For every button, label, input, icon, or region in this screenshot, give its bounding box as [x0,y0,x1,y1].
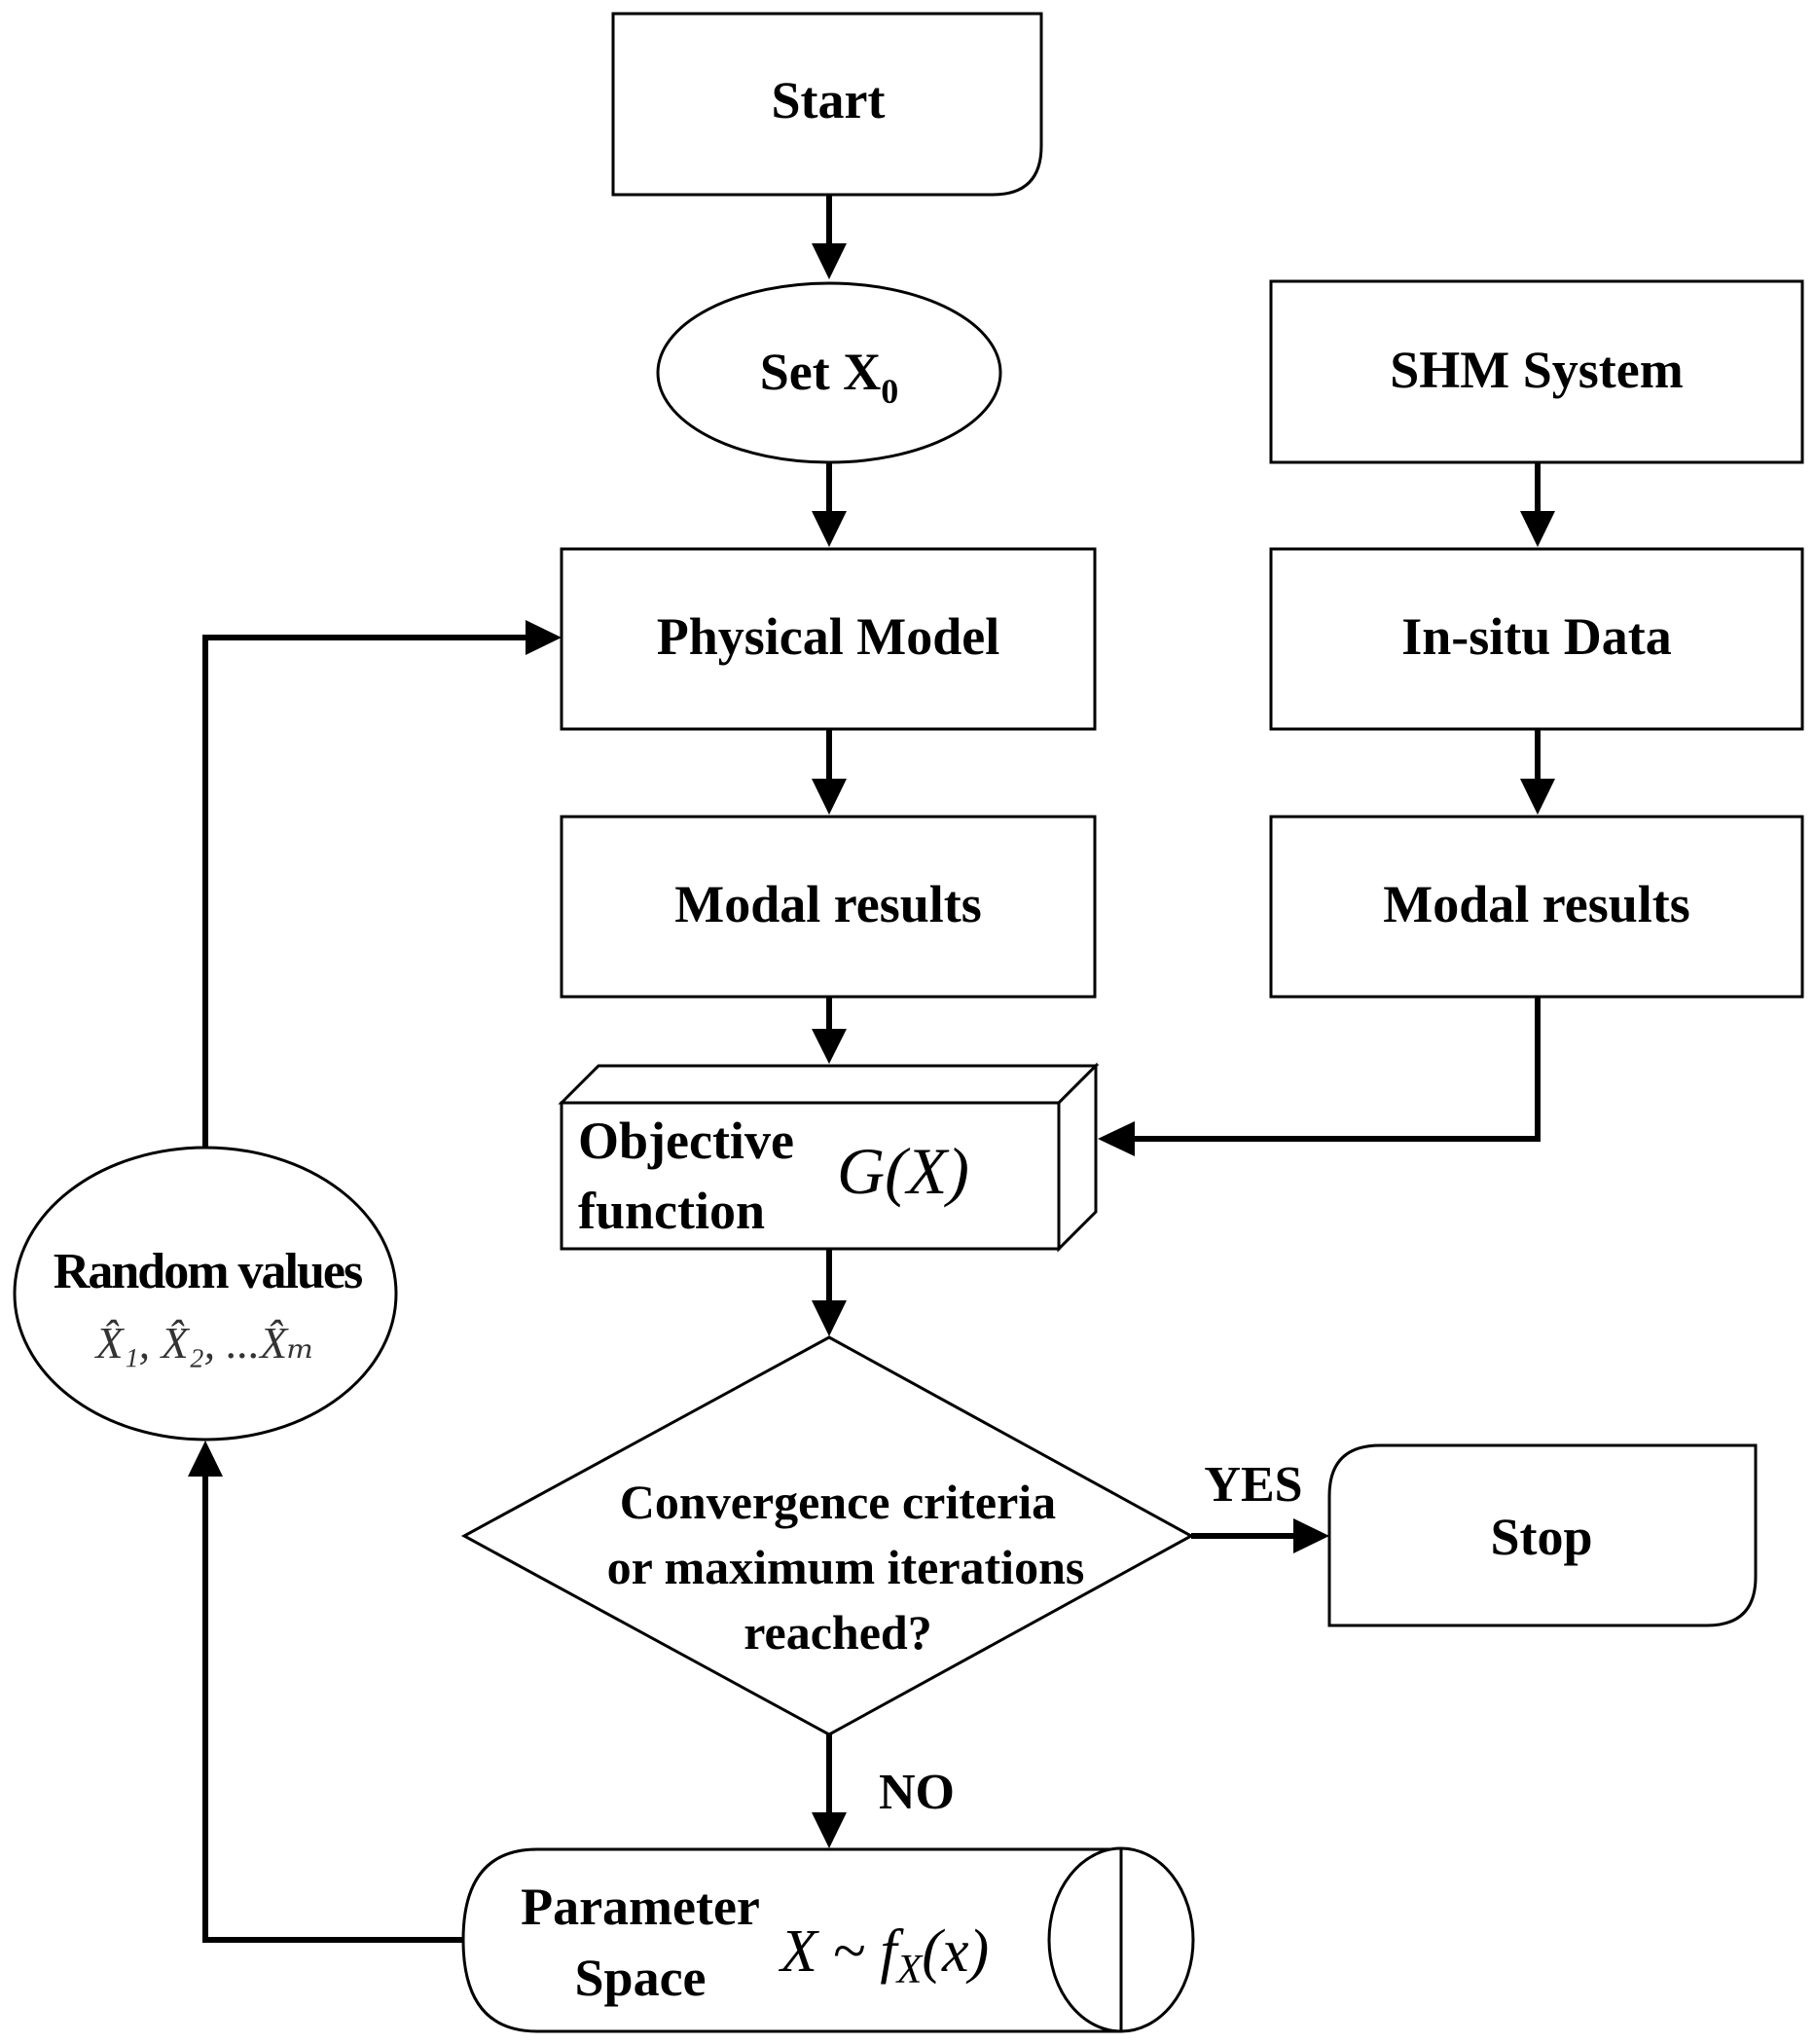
objective-function-math: G(X) [837,1134,969,1208]
parameter-space-math: X ~ fX(x) [778,1918,989,1992]
set-x0-label: Set X0 [760,343,898,411]
edge-convergence-no-to-parameter-space: NO [812,1734,955,1848]
modal-results-model-node: Modal results [560,815,1097,999]
shm-system-node: SHM System [1269,279,1804,464]
stop-label: Stop [1490,1508,1592,1566]
edge-start-to-set-x0 [812,195,847,279]
in-situ-data-node: In-situ Data [1269,547,1804,731]
objective-function-line2: function [578,1182,765,1240]
edge-in-situ-to-modal-results [1520,729,1555,815]
edge-physical-model-to-modal-results [812,729,847,815]
edge-measured-to-objective [1098,997,1541,1156]
convergence-line1: Convergence criteria [620,1475,1056,1529]
convergence-check-node: Convergence criteria or maximum iteratio… [460,1335,1195,1736]
edge-objective-to-convergence [812,1249,847,1336]
start-node: Start [611,12,1043,197]
parameter-space-math-sub: X [895,1948,925,1992]
edge-random-values-to-physical-model [202,620,562,1149]
parameter-space-line2: Space [575,1949,707,2007]
convergence-line3: reached? [744,1605,931,1660]
random-values-node: Random values X̂₁, X̂₂, ...X̂ₘ [13,1146,398,1442]
set-x0-subscript: 0 [881,372,898,411]
edge-shm-to-in-situ [1520,462,1555,547]
edge-parameter-space-to-random-values [188,1441,463,1943]
start-label: Start [772,71,886,129]
parameter-space-math-main: X ~ f [778,1918,904,1985]
shm-system-label: SHM System [1390,341,1684,399]
modal-results-measured-label: Modal results [1383,875,1690,933]
no-label: NO [879,1765,955,1820]
modal-results-measured-node: Modal results [1269,815,1804,999]
modal-results-model-label: Modal results [674,875,982,933]
parameter-space-line1: Parameter [521,1878,760,1936]
physical-model-node: Physical Model [560,547,1097,731]
parameter-space-node: Parameter Space X ~ fX(x) [461,1846,1195,2033]
convergence-line2: or maximum iterations [607,1540,1085,1594]
set-x0-node: Set X0 [656,281,1002,464]
random-values-label: Random values [54,1244,362,1299]
stop-node: Stop [1327,1443,1758,1627]
objective-function-line1: Objective [578,1112,794,1170]
edge-convergence-yes-to-stop: YES [1191,1457,1329,1553]
random-values-math: X̂₁, X̂₂, ...X̂ₘ [94,1318,315,1368]
in-situ-data-label: In-situ Data [1401,607,1672,666]
parameter-space-math-tail: (x) [922,1918,989,1985]
set-x0-text: Set X [760,343,881,401]
physical-model-label: Physical Model [657,607,999,666]
edges: YES NO [188,195,1555,1943]
objective-function-node: Objective function G(X) [558,1062,1100,1253]
edge-set-x0-to-physical-model [812,462,847,547]
yes-label: YES [1204,1457,1302,1513]
edge-modal-results-to-objective [812,997,847,1064]
